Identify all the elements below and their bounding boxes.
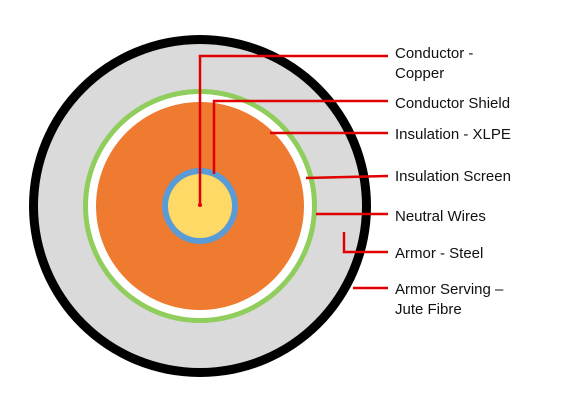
- label-insulation-screen: Insulation Screen: [395, 168, 511, 185]
- label-armor-serving-line1: Armor Serving –: [395, 281, 504, 298]
- label-armor-serving-line2: Jute Fibre: [395, 301, 462, 318]
- label-conductor-line1: Conductor -: [395, 45, 473, 62]
- label-insulation: Insulation - XLPE: [395, 126, 511, 143]
- label-neutral-wires: Neutral Wires: [395, 208, 486, 225]
- label-conductor-line2: Copper: [395, 65, 444, 82]
- leader-line-conductor-shield: [212, 99, 388, 174]
- leader-line-conductor: [198, 54, 388, 205]
- leader-line-insulation-screen: [305, 174, 389, 180]
- leader-line-armor: [342, 232, 388, 254]
- conductor-center-dot: [198, 203, 202, 207]
- label-conductor-shield: Conductor Shield: [395, 95, 510, 112]
- label-armor: Armor - Steel: [395, 245, 483, 262]
